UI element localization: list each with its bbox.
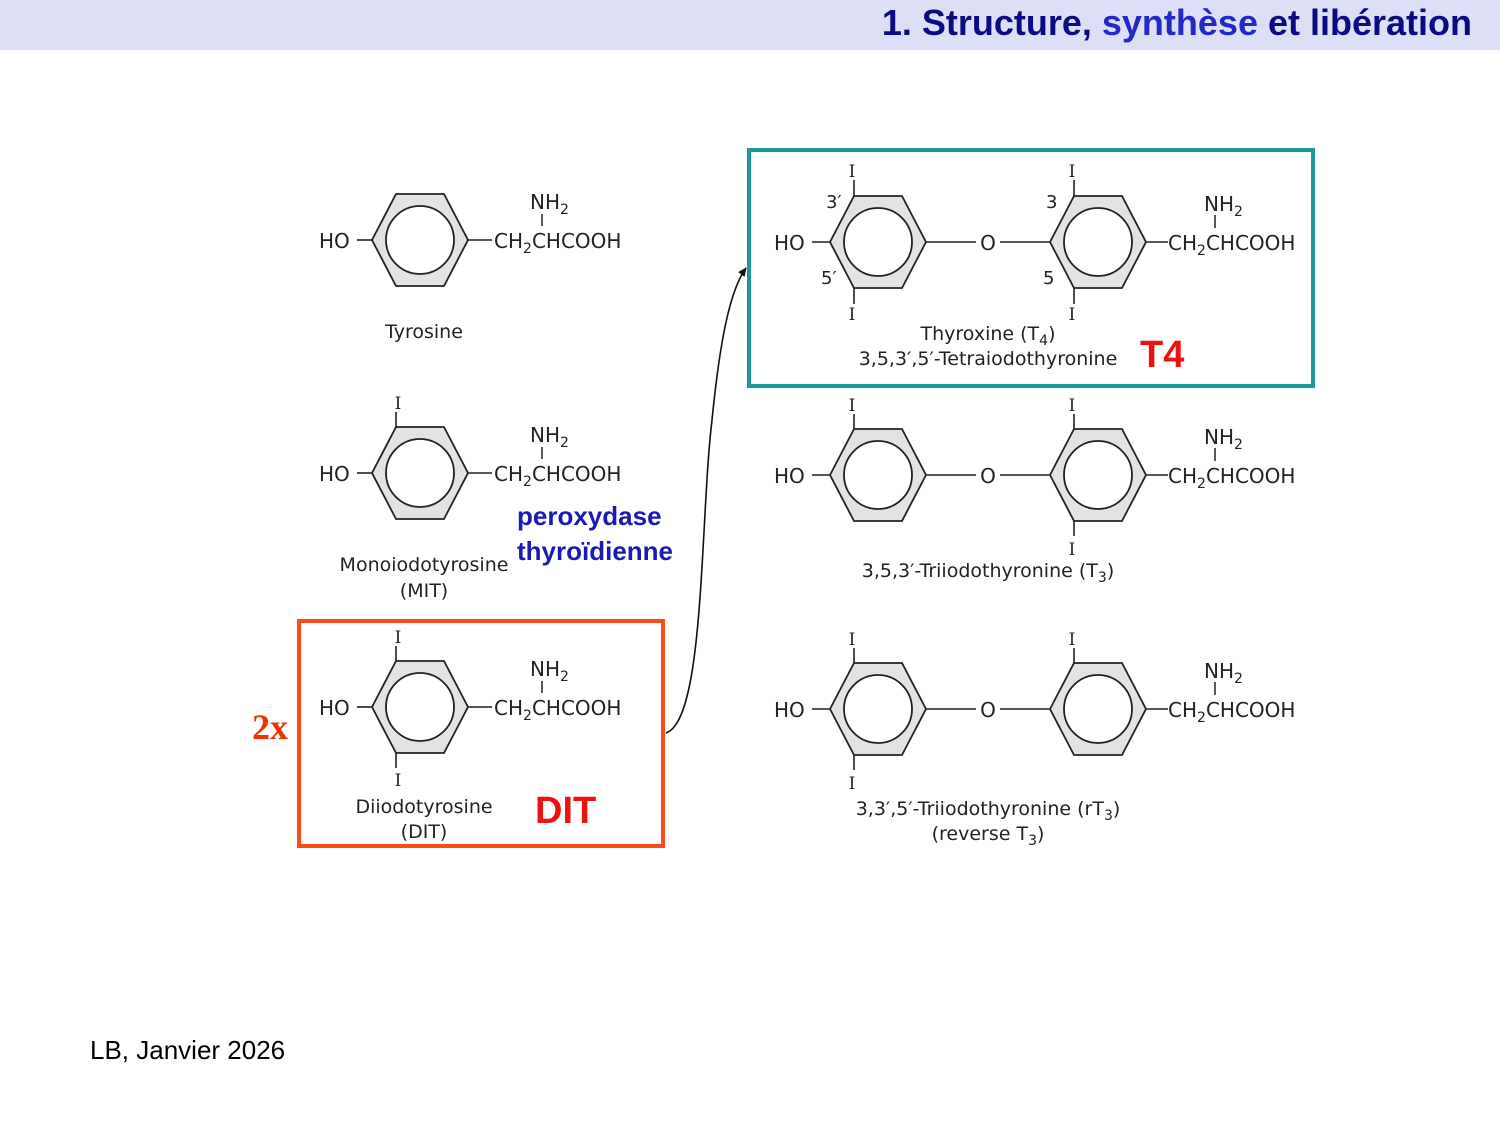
t3-ether-o: O	[980, 464, 996, 488]
rt3-nh2-label: NH2	[1204, 659, 1243, 687]
rt3-iodine-5prime: I	[849, 774, 856, 794]
t4-highlight-box	[747, 148, 1315, 388]
t4-outer-ring	[829, 195, 927, 289]
t3-name: 3,5,3′-Triiodothyronine (T3)	[862, 560, 1114, 586]
dit-abbr: (DIT)	[401, 821, 448, 843]
t4-ho-label: HO	[774, 231, 805, 255]
t4-position-5prime: 5′	[821, 268, 837, 289]
header-bar: 1. Structure, synthèse et libération	[0, 0, 1500, 50]
rt3-inner-ring	[1049, 662, 1147, 756]
coupling-arrow	[665, 267, 747, 734]
tyrosine-molecule: HO NH2 CH2CHCOOH Tyrosine	[319, 190, 621, 343]
slide-title: 1. Structure, synthèse et libération	[882, 2, 1472, 44]
t3-inner-ring	[1049, 428, 1147, 522]
rt3-ether-o: O	[980, 698, 996, 722]
dit-molecule: I I HO NH2 CH2CHCOOH Diiodotyrosine (DIT…	[319, 628, 621, 843]
rt3-alt-name: (reverse T3)	[932, 823, 1045, 849]
rt3-iodine-3prime: I	[849, 630, 856, 650]
dit-iodine-3: I	[395, 628, 402, 648]
dit-name: Diiodotyrosine	[355, 796, 492, 818]
title-part-synthese: synthèse	[1101, 2, 1258, 43]
mit-abbr: (MIT)	[400, 580, 448, 602]
t4-ether-o: O	[980, 231, 996, 255]
mit-side-chain-label: CH2CHCOOH	[494, 462, 621, 490]
t4-position-3prime: 3′	[826, 192, 842, 213]
t3-ho-label: HO	[774, 464, 805, 488]
t4-iodine-3: I	[1069, 162, 1076, 182]
t3-molecule: I I I HO O NH2 CH2CHCOOH 3,5,3′-Triiodot…	[774, 396, 1295, 586]
t3-side-chain-label: CH2CHCOOH	[1168, 464, 1295, 492]
dit-ho-label: HO	[319, 696, 350, 720]
dit-side-chain-label: CH2CHCOOH	[494, 696, 621, 724]
rt3-ho-label: HO	[774, 698, 805, 722]
t3-iodine-5: I	[1069, 540, 1076, 560]
t4-iodine-5: I	[1069, 305, 1076, 325]
dit-highlight-box	[297, 619, 665, 848]
t4-iupac-name: 3,5,3′,5′-Tetraiodothyronine	[859, 348, 1118, 370]
t3-outer-ring	[829, 428, 927, 522]
t3-iodine-3: I	[1069, 396, 1076, 416]
rt3-iodine-3: I	[1069, 630, 1076, 650]
footer-credit: LB, Janvier 2026	[90, 1035, 286, 1065]
tyrosine-nh2-label: NH2	[530, 190, 569, 218]
mit-molecule: I HO NH2 CH2CHCOOH Monoiodotyrosine (MIT…	[319, 394, 621, 602]
mit-nh2-label: NH2	[530, 423, 569, 451]
t4-iodine-3prime: I	[849, 162, 856, 182]
t4-inner-ring	[1049, 195, 1147, 289]
t3-nh2-label: NH2	[1204, 425, 1243, 453]
t4-nh2-label: NH2	[1204, 192, 1243, 220]
mit-iodine-3: I	[395, 394, 402, 414]
t4-iodine-5prime: I	[849, 305, 856, 325]
mit-name: Monoiodotyrosine	[340, 554, 509, 576]
tyrosine-side-chain-label: CH2CHCOOH	[494, 229, 621, 257]
tyrosine-name: Tyrosine	[384, 321, 463, 343]
dit-ring	[371, 660, 469, 754]
t4-side-chain-label: CH2CHCOOH	[1168, 231, 1295, 259]
tyrosine-ring	[371, 193, 469, 287]
dit-nh2-label: NH2	[530, 657, 569, 685]
enzyme-label-line1: peroxydase	[517, 501, 662, 531]
tyrosine-ho-label: HO	[319, 229, 350, 253]
multiplier-label: 2x	[252, 707, 288, 747]
mit-ho-label: HO	[319, 462, 350, 486]
t4-tag: T4	[1140, 334, 1184, 376]
t4-position-5: 5	[1043, 268, 1054, 289]
mit-ring	[371, 426, 469, 520]
rt3-name: 3,3′,5′-Triiodothyronine (rT3)	[856, 798, 1121, 824]
dit-tag: DIT	[535, 790, 596, 832]
t4-name: Thyroxine (T4)	[920, 323, 1056, 349]
title-part-liberation: et libération	[1257, 2, 1472, 43]
dit-iodine-5: I	[395, 771, 402, 791]
t3-iodine-3prime: I	[849, 396, 856, 416]
t4-position-3: 3	[1046, 192, 1057, 213]
rt3-side-chain-label: CH2CHCOOH	[1168, 698, 1295, 726]
rt3-molecule: I I I HO O NH2 CH2CHCOOH 3,3′,5′-Triiodo…	[774, 630, 1295, 849]
rt3-outer-ring	[829, 662, 927, 756]
title-part-structure: 1. Structure,	[881, 2, 1102, 43]
enzyme-label-line2: thyroïdienne	[517, 536, 673, 566]
t4-molecule: I I I I 3′ 5′ 3 5 HO O NH2 CH2CHCOOH Thy…	[774, 162, 1295, 370]
